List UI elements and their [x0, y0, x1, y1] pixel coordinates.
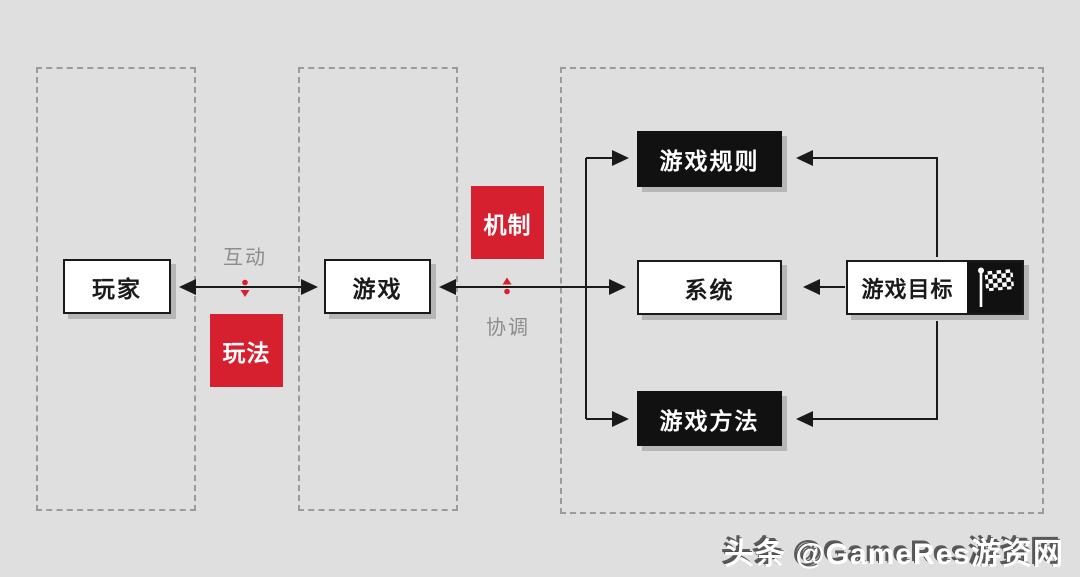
watermark: 头条 @GameRes游资网 [723, 538, 1064, 571]
edge-label-coordination: 协调 [486, 317, 530, 339]
concept-gameplay-label: 玩法 [222, 339, 271, 366]
node-game-goal-label: 游戏目标 [861, 276, 954, 302]
node-player-label: 玩家 [92, 275, 142, 302]
node-player: 玩家 [63, 259, 171, 314]
node-game-goal: 游戏目标 [846, 260, 1024, 315]
node-game-methods: 游戏方法 [637, 391, 782, 446]
concept-mechanism-label: 机制 [483, 211, 532, 238]
node-game-label: 游戏 [352, 275, 403, 302]
node-game: 游戏 [324, 259, 431, 314]
edge-label-interaction: 互动 [223, 247, 267, 269]
red-pointer-mechanism [502, 277, 512, 295]
node-game-methods-label: 游戏方法 [659, 407, 760, 434]
node-game-rules-label: 游戏规则 [659, 148, 760, 174]
concept-gameplay: 玩法 [210, 314, 283, 387]
node-system-label: 系统 [684, 276, 735, 303]
node-system: 系统 [637, 260, 782, 315]
concept-mechanism: 机制 [471, 186, 544, 259]
red-pointer-gameplay [240, 279, 250, 297]
node-game-rules: 游戏规则 [637, 131, 782, 187]
checkered-flag-icon [967, 262, 1022, 313]
